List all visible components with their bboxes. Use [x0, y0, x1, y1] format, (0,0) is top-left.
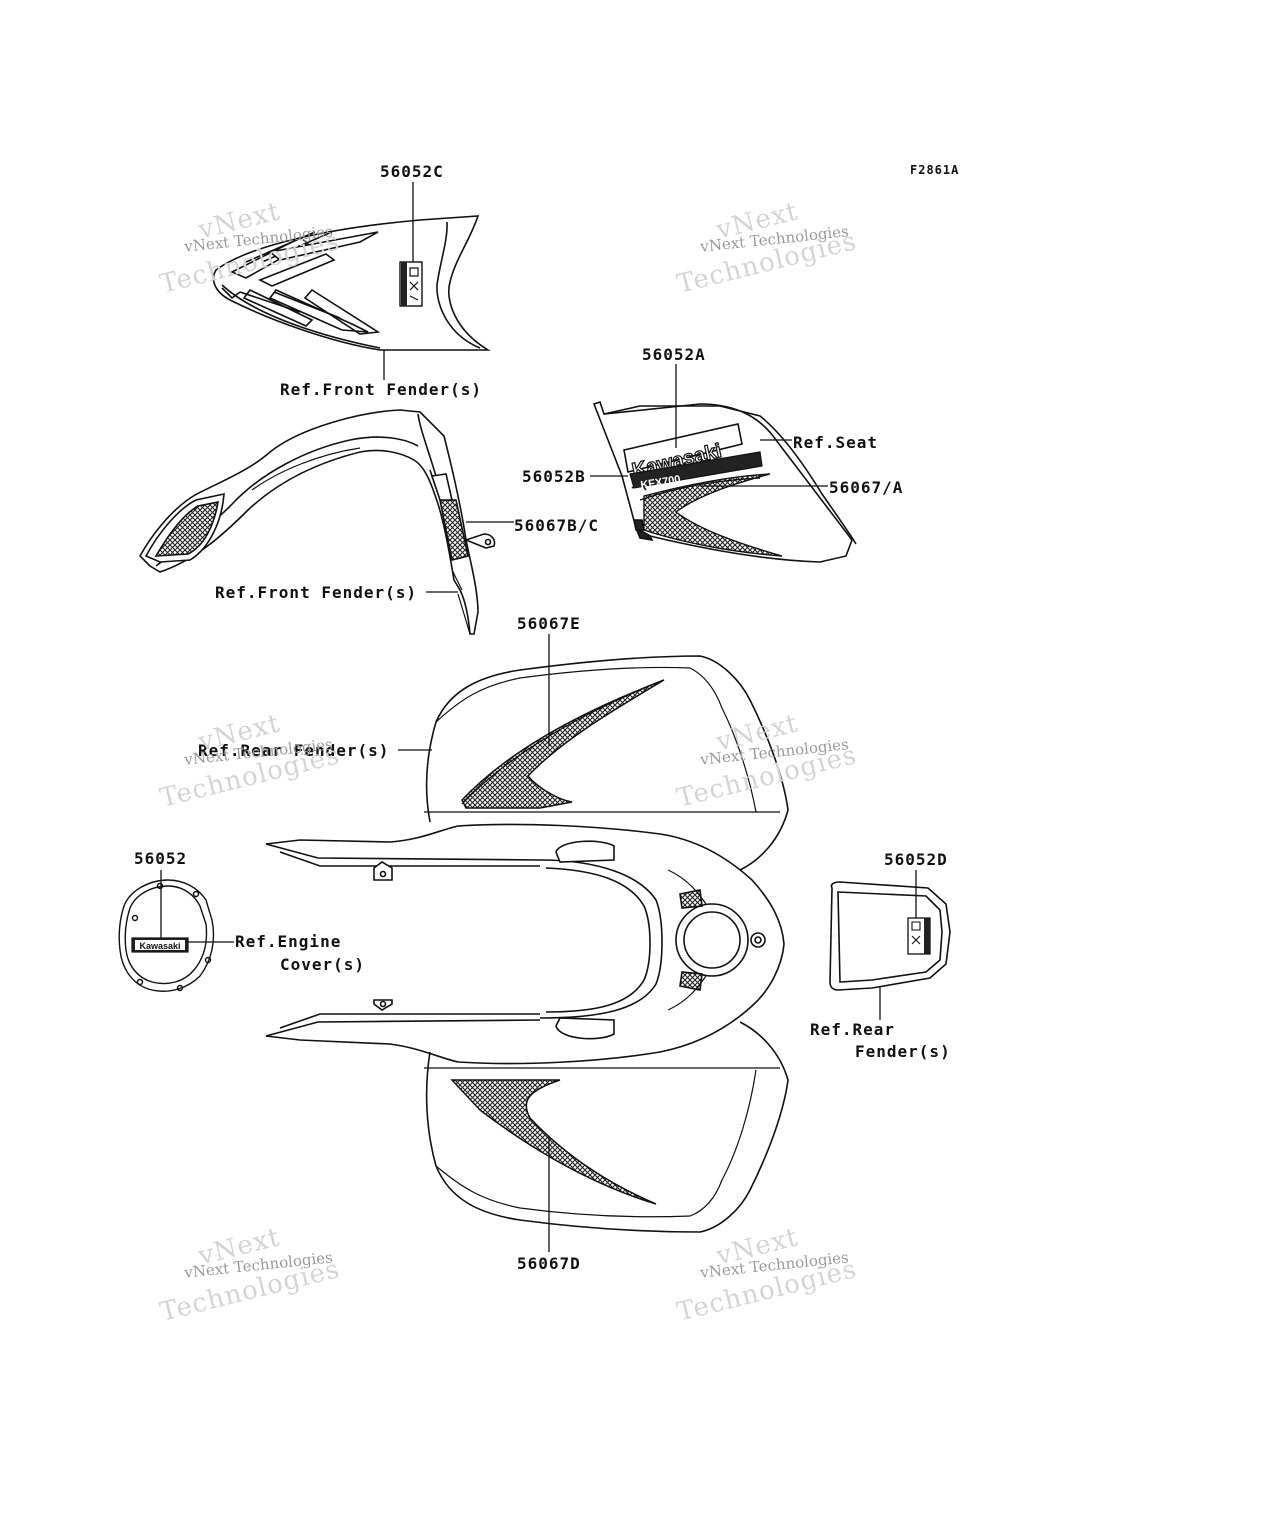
- callout-56052D: 56052D: [884, 850, 948, 869]
- callout-56052C: 56052C: [380, 162, 444, 181]
- rear-plate-part: [829, 881, 951, 991]
- callout-ref-rear-fender-right-line1: Ref.Rear: [810, 1020, 896, 1039]
- decal-56067A: [639, 473, 783, 557]
- callout-56052A: 56052A: [642, 345, 706, 364]
- engine-decal-brand-text: Kawasaki: [139, 941, 180, 951]
- callout-56067E: 56067E: [517, 614, 581, 633]
- callout-56067BC: 56067B/C: [514, 516, 600, 535]
- callout-ref-seat: Ref.Seat: [793, 433, 879, 452]
- decal-56052C: [399, 261, 423, 307]
- front-fender-side-part: [139, 409, 496, 635]
- diagram-code: F2861A: [910, 163, 960, 177]
- callout-ref-front-fender-top: Ref.Front Fender(s): [280, 380, 483, 399]
- callout-ref-engine-line2: Cover(s): [280, 955, 366, 974]
- callout-56052: 56052: [134, 849, 188, 868]
- callout-ref-rear-fender-right-line2: Fender(s): [855, 1042, 951, 1061]
- decal-56067E: [461, 679, 665, 809]
- callout-56067A: 56067/A: [829, 478, 904, 497]
- decal-56052D: [907, 917, 931, 955]
- rear-fender-part: [265, 655, 789, 1233]
- decal-56052: Kawasaki: [131, 937, 189, 953]
- callout-ref-engine-line1: Ref.Engine: [235, 932, 342, 951]
- callout-ref-front-fender-mid: Ref.Front Fender(s): [215, 583, 418, 602]
- decal-56067D: [450, 1079, 657, 1205]
- front-fender-top-part: [212, 215, 491, 351]
- callout-ref-rear-fender-left: Ref.Rear Fender(s): [198, 741, 390, 760]
- engine-cover-part: [118, 879, 215, 992]
- callout-56067D: 56067D: [517, 1254, 581, 1273]
- callout-56052B: 56052B: [522, 467, 586, 486]
- decal-56067E-outline: [461, 679, 665, 805]
